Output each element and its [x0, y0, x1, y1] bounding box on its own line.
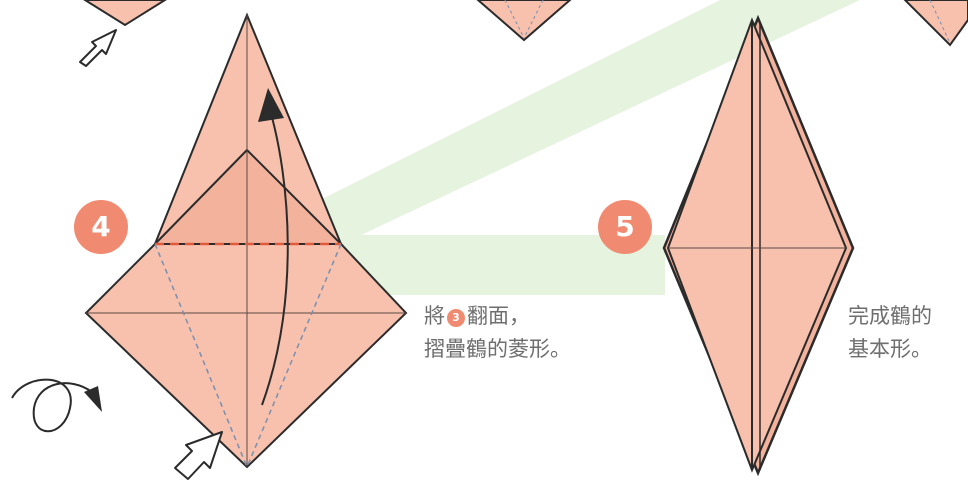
remnant-center-fold [523, 0, 544, 39]
step-4-diagonal-fold-left [154, 243, 248, 468]
remnant-right-shape [903, 0, 968, 47]
step-4-caption-line-2: 摺疊鶴的菱形。 [424, 337, 571, 361]
flip-over-icon [11, 378, 102, 433]
step-3-reference-badge: 3 [447, 309, 465, 327]
flip-over-arrowhead [84, 386, 102, 412]
step-4-badge: 4 [74, 200, 128, 254]
step-5-figure [662, 14, 855, 477]
step-4-diagonal-fold-right [246, 243, 342, 468]
step-4-caption-suffix: 翻面， [467, 304, 530, 328]
push-arrow-icon [174, 431, 223, 480]
step-5-caption: 完成鶴的 基本形。 [848, 300, 932, 366]
step-5-kite-front [666, 17, 848, 473]
remnant-left-shape [83, 0, 167, 27]
connector-band-lower [330, 235, 665, 295]
step-connector [320, 0, 860, 295]
fold-up-arrowhead [258, 88, 284, 122]
step-5-caption-line-2: 基本形。 [848, 337, 932, 361]
step-4-caption-prefix: 將 [424, 304, 445, 328]
remnant-right-fold [929, 0, 951, 44]
remnant-center-shape [476, 0, 572, 42]
connector-band-upper [320, 0, 860, 245]
push-arrow-icon [79, 29, 117, 67]
flip-over-loop [11, 378, 93, 433]
step-4-figure [84, 12, 408, 480]
step-4-base-diamond [84, 243, 408, 469]
step-5-badge: 5 [598, 200, 652, 254]
remnant-center-fold [504, 0, 525, 39]
fold-up-arrow-icon [261, 109, 289, 406]
step-5-caption-line-1: 完成鶴的 [848, 304, 932, 328]
previous-step-remnants [79, 0, 968, 67]
